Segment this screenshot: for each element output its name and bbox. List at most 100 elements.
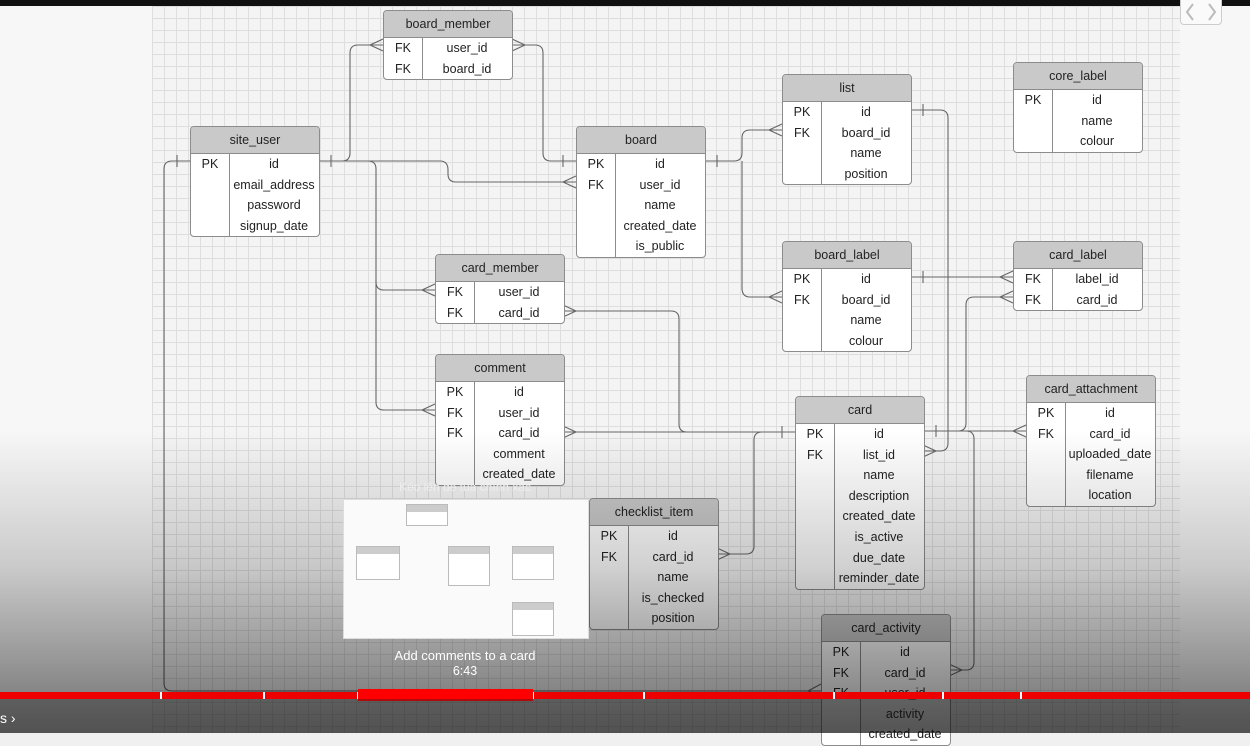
field-name: id	[655, 157, 665, 171]
left-margin	[0, 6, 152, 733]
player-controls	[0, 699, 1250, 733]
field-name: user_id	[498, 405, 540, 420]
field-name: position	[844, 166, 888, 181]
field-name: reminder_date	[838, 571, 920, 586]
key-type: FK	[447, 426, 463, 441]
field-name: description	[848, 488, 910, 503]
field-name: is_active	[854, 529, 904, 544]
table-row: position	[783, 164, 911, 185]
seek-preview-thumbnail	[343, 499, 589, 639]
field-name: name	[850, 313, 882, 328]
table-row: email_address	[191, 175, 319, 196]
table-row: created_date	[577, 216, 705, 237]
chapter-marker	[833, 692, 835, 699]
key-type: PK	[793, 105, 811, 119]
field-name: board_id	[442, 61, 492, 76]
column-divider	[474, 281, 475, 324]
table-row: created_date	[796, 506, 924, 527]
field-name: uploaded_date	[1068, 447, 1152, 462]
table-row: name	[590, 567, 718, 588]
field-name: filename	[1086, 467, 1134, 482]
table-row: PK id	[1027, 403, 1155, 424]
table-row: is_checked	[590, 588, 718, 609]
chapter-time: 6:43	[452, 664, 478, 678]
key-type: PK	[1037, 406, 1055, 420]
key-type: FK	[1038, 426, 1054, 441]
table-row: uploaded_date	[1027, 444, 1155, 465]
chapter-nav-button[interactable]: s ›	[0, 710, 16, 726]
key-type: PK	[201, 157, 219, 171]
column-divider	[615, 153, 616, 257]
key-type: FK	[833, 665, 849, 680]
field-name: is_checked	[641, 590, 705, 605]
seek-tip: Kéo lên để tua chính xác	[398, 480, 532, 494]
field-name: card_id	[1089, 426, 1131, 441]
field-name: name	[1081, 113, 1113, 128]
column-divider	[1052, 89, 1053, 152]
chapter-marker	[263, 692, 265, 699]
table-row: filename	[1027, 465, 1155, 486]
table-row: position	[590, 608, 718, 629]
code-brackets-icon	[1185, 3, 1217, 21]
key-type: PK	[1024, 93, 1042, 107]
key-type: FK	[794, 292, 810, 307]
table-row: name	[1014, 111, 1142, 132]
key-type: FK	[1025, 272, 1041, 286]
table-row: signup_date	[191, 216, 319, 237]
field-name: id	[874, 427, 884, 441]
field-name: comment	[493, 446, 545, 461]
key-type: FK	[447, 285, 463, 299]
table-row: reminder_date	[796, 568, 924, 589]
field-name: name	[657, 570, 689, 585]
field-name: colour	[1079, 134, 1115, 149]
right-margin	[1180, 6, 1250, 733]
field-name: signup_date	[239, 218, 309, 233]
field-name: card_id	[652, 549, 694, 564]
table-title: board	[577, 127, 705, 154]
progress-bar[interactable]	[0, 692, 1250, 699]
field-name: card_id	[884, 665, 926, 680]
key-type: FK	[395, 61, 411, 76]
field-name: name	[863, 468, 895, 483]
column-divider	[1052, 268, 1053, 311]
field-name: id	[514, 385, 524, 399]
key-type: PK	[600, 529, 618, 543]
field-name: board_id	[841, 125, 891, 140]
chapter-marker	[942, 692, 944, 699]
field-name: due_date	[852, 550, 906, 565]
field-name: id	[900, 645, 910, 659]
hovered-chapter-segment[interactable]	[358, 689, 533, 701]
field-name: id	[269, 157, 279, 171]
table-row: colour	[783, 331, 911, 352]
table-row: name	[783, 143, 911, 164]
expand-icon[interactable]	[1180, 0, 1222, 25]
field-name: location	[1088, 488, 1132, 503]
table-row: due_date	[796, 548, 924, 569]
field-name: card_id	[498, 305, 540, 320]
field-name: id	[1105, 406, 1115, 420]
table-row: description	[796, 486, 924, 507]
top-bar	[0, 0, 1250, 6]
